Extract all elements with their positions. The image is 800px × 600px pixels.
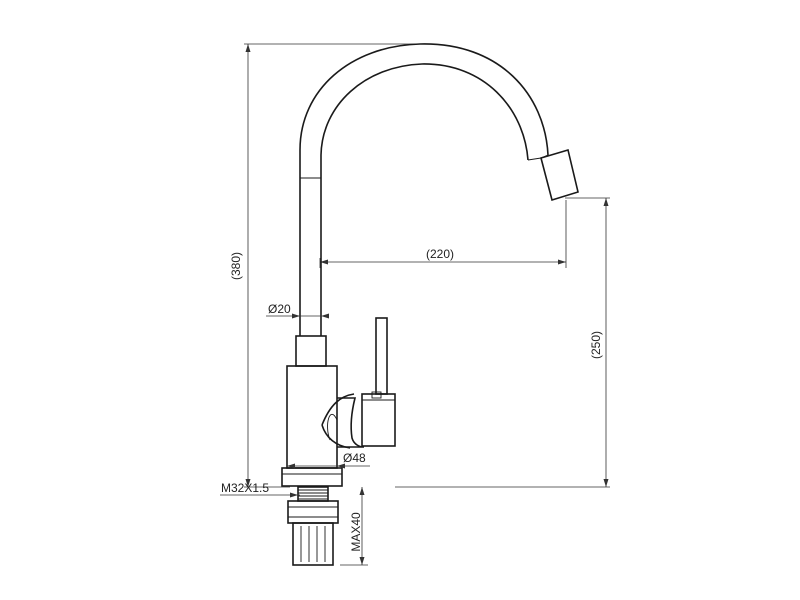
mounting-shank xyxy=(287,486,339,566)
spout-height-label: (250) xyxy=(589,331,603,359)
faucet-spout xyxy=(299,43,579,336)
spout-reach-label: (220) xyxy=(426,247,454,261)
tube-diameter-dimension: Ø20 xyxy=(266,302,329,319)
base-diameter-label: Ø48 xyxy=(343,451,366,465)
tube-diameter-label: Ø20 xyxy=(268,302,291,316)
max-mount-dimension: MAX40 xyxy=(340,487,368,566)
total-height-label: (380) xyxy=(229,252,243,280)
faucet-body xyxy=(281,317,396,487)
max-mount-label: MAX40 xyxy=(349,512,363,552)
thread-label: M32X1.5 xyxy=(221,481,269,495)
thread-dimension: M32X1.5 xyxy=(220,481,300,498)
spout-height-dimension: (250) xyxy=(395,197,610,488)
total-height-dimension: (380) xyxy=(229,43,420,488)
base-diameter-dimension: Ø48 xyxy=(287,451,370,469)
spout-reach-dimension: (220) xyxy=(319,200,567,268)
